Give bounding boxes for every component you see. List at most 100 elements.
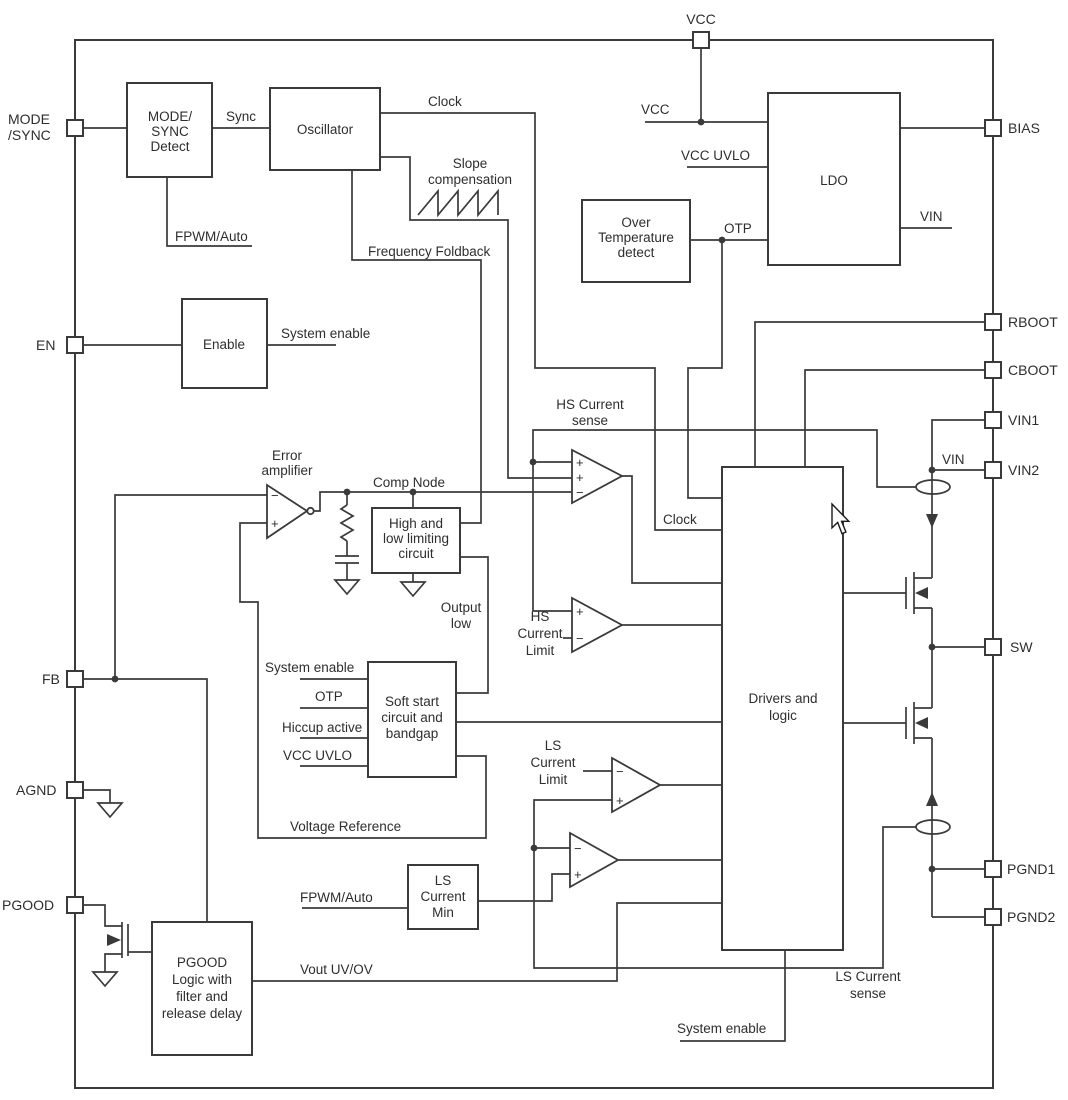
label-clock: Clock: [428, 94, 462, 109]
error-amplifier: − +: [266, 483, 315, 540]
pgood-mosfet: [83, 904, 152, 988]
label-output-low: Output: [441, 600, 482, 615]
ground-symbol: [96, 802, 124, 819]
label-vcc-uvlo-ss: VCC UVLO: [283, 748, 352, 763]
block-label: Temperature: [598, 230, 674, 245]
pin-label-pgnd1: PGND1: [1007, 861, 1055, 877]
mosfet-arrow-icon: [915, 717, 928, 729]
block-soft-start-bandgap: Soft start circuit and bandgap: [367, 661, 457, 778]
label-system-enable-ss: System enable: [265, 660, 354, 675]
pins: [66, 31, 1002, 926]
pin-label-bias: BIAS: [1008, 120, 1040, 136]
block-label: PGOOD: [177, 955, 228, 970]
label-ls-current-sense: LS Current: [835, 969, 901, 984]
label-error-amplifier: Error: [272, 448, 303, 463]
block-label: High and: [389, 516, 443, 531]
block-high-low-limiting-circuit: High and low limiting circuit: [371, 507, 461, 574]
block-label: Soft start: [385, 694, 439, 709]
plus-sign: +: [576, 604, 584, 619]
mouse-cursor: [831, 502, 851, 535]
label-vin-sw: VIN: [942, 452, 965, 467]
ground-symbol: [333, 579, 361, 596]
label-hs-current-limit: Limit: [526, 643, 555, 658]
label-frequency-foldback: Frequency Foldback: [368, 244, 491, 259]
label-hiccup-active: Hiccup active: [282, 720, 362, 735]
block-label: Oscillator: [297, 122, 354, 137]
minus-sign: −: [574, 841, 582, 856]
compensation-rc-network: [333, 492, 361, 596]
minus-sign: −: [576, 485, 584, 500]
plus-sign: +: [574, 867, 582, 882]
pin-label-sync: /SYNC: [8, 127, 51, 143]
minus-sign: −: [576, 631, 584, 646]
pin-cboot: [984, 361, 1002, 379]
wires: [83, 48, 985, 1042]
pin-label-vcc: VCC: [686, 11, 716, 27]
block-label: MODE/: [148, 109, 193, 124]
label-hs-current-limit: HS: [531, 609, 550, 624]
block-label: filter and: [176, 989, 228, 1004]
pwm-comparator: + + −: [571, 448, 624, 505]
pin-label-vin2: VIN2: [1008, 462, 1039, 478]
block-label: low limiting: [383, 531, 449, 546]
block-over-temperature-detect: Over Temperature detect: [581, 199, 691, 283]
block-label: Logic with: [172, 972, 232, 987]
pin-bias: [984, 119, 1002, 137]
pin-vin2: [984, 461, 1002, 479]
block-ls-current-min: LS Current Min: [407, 864, 479, 930]
limiting-ground: [399, 573, 427, 598]
block-label: logic: [769, 708, 797, 723]
minus-sign: −: [616, 764, 624, 779]
ls-current-limit-comparator: − +: [611, 756, 662, 814]
label-hs-current-limit: Current: [517, 626, 562, 641]
label-sync: Sync: [226, 109, 256, 124]
label-output-low: low: [451, 616, 472, 631]
label-slope-compensation: compensation: [428, 172, 512, 187]
block-oscillator: Oscillator: [269, 87, 381, 171]
label-otp-ss: OTP: [315, 689, 343, 704]
pin-vcc: [692, 31, 710, 49]
ground-symbol: [91, 971, 119, 988]
label-system-enable: System enable: [281, 326, 370, 341]
pin-label-agnd: AGND: [16, 782, 56, 798]
resistor-icon: [339, 504, 355, 542]
plus-sign: +: [271, 516, 279, 531]
block-label: Drivers and: [748, 691, 817, 706]
plus-sign: +: [616, 793, 624, 808]
block-drivers-logic: Drivers and logic: [721, 466, 844, 951]
pin-label-fb: FB: [42, 671, 60, 687]
pin-label-pgnd2: PGND2: [1007, 909, 1055, 925]
plus-sign: +: [576, 470, 584, 485]
pin-pgnd2: [984, 908, 1002, 926]
current-direction-down-arrow: [926, 514, 938, 528]
pin-label-en: EN: [36, 337, 55, 353]
sawtooth-waveform-icon: [417, 188, 499, 218]
label-fpwm-auto-bottom: FPWM/Auto: [300, 890, 373, 905]
label-fpwm-auto: FPWM/Auto: [175, 229, 248, 244]
block-label: SYNC: [151, 124, 189, 139]
pin-en: [66, 336, 84, 354]
pin-label-vin1: VIN1: [1008, 412, 1039, 428]
label-comp-node: Comp Node: [373, 475, 445, 490]
block-pgood-logic: PGOOD Logic with filter and release dela…: [151, 921, 253, 1056]
pin-mode-sync: [66, 119, 84, 137]
current-sense-ellipse: [915, 479, 951, 495]
pin-pgnd1: [984, 860, 1002, 878]
pin-fb: [66, 670, 84, 688]
junction-dots: [111, 118, 936, 873]
block-mode-sync-detect: MODE/ SYNC Detect: [126, 82, 213, 178]
label-ls-current-sense: sense: [850, 986, 886, 1001]
label-error-amplifier: amplifier: [261, 463, 313, 478]
block-enable: Enable: [181, 298, 268, 389]
block-label: Enable: [203, 337, 245, 352]
label-vin: VIN: [920, 209, 943, 224]
plus-sign: +: [576, 455, 584, 470]
label-slope-compensation: Slope: [453, 156, 488, 171]
label-system-enable-bottom: System enable: [677, 1021, 766, 1036]
pin-label-cboot: CBOOT: [1008, 362, 1058, 378]
pin-pgood: [66, 896, 84, 914]
block-label: bandgap: [386, 726, 439, 741]
block-ldo: LDO: [767, 92, 901, 266]
